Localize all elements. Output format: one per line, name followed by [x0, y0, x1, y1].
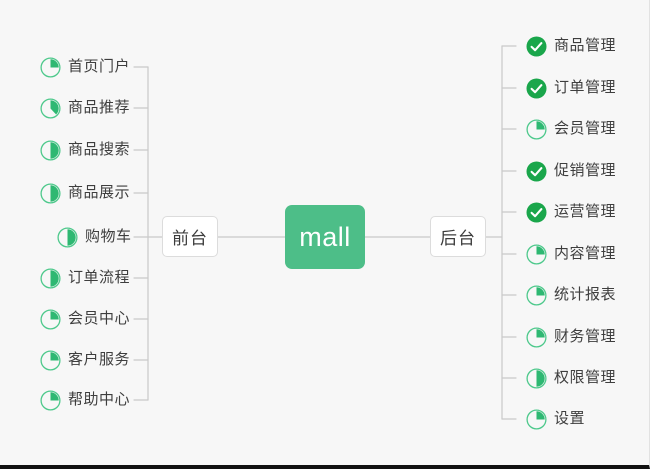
- pie-progress-icon: [40, 389, 61, 411]
- check-circle-icon: [526, 161, 547, 182]
- check-circle-icon: [526, 202, 547, 223]
- leaf-item[interactable]: 商品推荐: [40, 95, 130, 121]
- leaf-item[interactable]: 设置: [526, 406, 585, 432]
- branch-node-back[interactable]: 后台: [430, 216, 486, 257]
- leaf-item[interactable]: 会员管理: [526, 116, 616, 142]
- leaf-item-label: 商品展示: [68, 184, 131, 201]
- leaf-item[interactable]: 权限管理: [526, 365, 616, 391]
- leaf-item-label: 运营管理: [554, 203, 617, 220]
- leaf-item[interactable]: 统计报表: [526, 282, 616, 308]
- pie-progress-icon: [40, 308, 61, 330]
- pie-progress-icon: [40, 182, 61, 204]
- leaf-item[interactable]: 内容管理: [526, 241, 616, 267]
- leaf-item[interactable]: 订单管理: [526, 75, 616, 101]
- leaf-item[interactable]: 商品管理: [526, 33, 616, 59]
- leaf-item-label: 内容管理: [554, 245, 617, 262]
- leaf-item-label: 会员中心: [68, 310, 131, 327]
- check-circle-icon: [526, 78, 547, 99]
- leaf-item[interactable]: 首页门户: [40, 54, 130, 80]
- leaf-item[interactable]: 促销管理: [526, 158, 616, 184]
- leaf-item-label: 促销管理: [554, 162, 617, 179]
- leaf-item[interactable]: 商品展示: [40, 180, 130, 206]
- leaf-item-label: 商品搜索: [68, 141, 131, 158]
- branch-node-back-label: 后台: [440, 229, 476, 248]
- pie-progress-icon: [57, 226, 78, 248]
- pie-progress-icon: [40, 267, 61, 289]
- leaf-item[interactable]: 帮助中心: [40, 387, 130, 413]
- leaf-item-label: 购物车: [85, 228, 132, 245]
- leaf-item-label: 权限管理: [554, 369, 617, 386]
- leaf-item-label: 商品推荐: [68, 99, 131, 116]
- leaf-item-label: 财务管理: [554, 328, 617, 345]
- leaf-item-label: 订单管理: [554, 79, 617, 96]
- leaf-item[interactable]: 财务管理: [526, 324, 616, 350]
- leaf-item-label: 会员管理: [554, 120, 617, 137]
- pie-progress-icon: [526, 243, 547, 265]
- leaf-item[interactable]: 会员中心: [40, 306, 130, 332]
- leaf-item[interactable]: 购物车: [57, 224, 132, 250]
- leaf-item-label: 帮助中心: [68, 391, 131, 408]
- leaf-item-label: 统计报表: [554, 286, 617, 303]
- leaf-item-label: 商品管理: [554, 37, 617, 54]
- root-node-mall[interactable]: mall: [285, 205, 365, 269]
- pie-progress-icon: [40, 139, 61, 161]
- leaf-item-label: 设置: [554, 410, 586, 427]
- leaf-item-label: 首页门户: [68, 58, 131, 75]
- pie-progress-icon: [526, 284, 547, 306]
- pie-progress-icon: [40, 97, 61, 119]
- leaf-item-label: 订单流程: [68, 269, 131, 286]
- leaf-item[interactable]: 客户服务: [40, 347, 130, 373]
- pie-progress-icon: [526, 118, 547, 140]
- leaf-item-label: 客户服务: [68, 351, 131, 368]
- branch-node-front[interactable]: 前台: [162, 216, 218, 257]
- leaf-item[interactable]: 订单流程: [40, 265, 130, 291]
- pie-progress-icon: [40, 56, 61, 78]
- pie-progress-icon: [526, 326, 547, 348]
- leaf-item[interactable]: 运营管理: [526, 199, 616, 225]
- pie-progress-icon: [40, 349, 61, 371]
- root-node-label: mall: [299, 221, 351, 252]
- pie-progress-icon: [526, 367, 547, 389]
- leaf-item[interactable]: 商品搜索: [40, 137, 130, 163]
- branch-node-front-label: 前台: [172, 229, 208, 248]
- pie-progress-icon: [526, 408, 547, 430]
- check-circle-icon: [526, 36, 547, 57]
